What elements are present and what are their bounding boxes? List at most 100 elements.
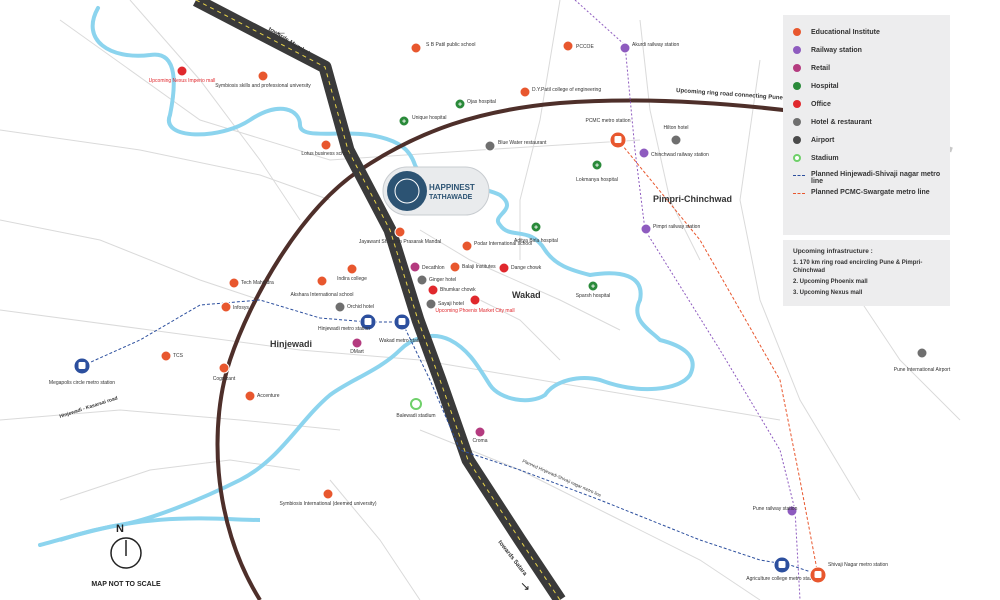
poi-label: Indira college — [337, 276, 367, 282]
poi-ginger[interactable]: Ginger hotel — [416, 274, 456, 286]
poi-label: Balewadi stadium — [396, 413, 435, 419]
poi-label: Tech Mahindra — [241, 280, 274, 286]
river — [38, 6, 695, 547]
legend-item: Hotel & restaurant — [793, 113, 950, 131]
poi-agriculture[interactable]: Agriculture college metro station — [746, 556, 818, 582]
project-name-line1: HAPPINEST — [429, 183, 475, 192]
poi-label: Blue Water restaurant — [498, 140, 547, 146]
legend-item: Office — [793, 95, 950, 113]
poi-unique[interactable]: +Unique hospital — [398, 115, 446, 127]
poi-symbiosis-skills[interactable]: Symbiosis skills and professional univer… — [215, 70, 311, 89]
poi-wakad-metro[interactable]: Wakad metro station — [379, 313, 425, 344]
poi-hinjewadi-metro[interactable]: Hinjewadi metro station — [318, 313, 377, 332]
dashed-line-icon — [793, 175, 805, 176]
retail-icon — [409, 261, 421, 273]
poi-dy-patil[interactable]: D.Y.Patil college of engineering — [519, 86, 601, 98]
poi-label: PCMC metro station — [585, 118, 630, 124]
expressway-centerline — [195, 0, 561, 600]
poi-ojas[interactable]: +Ojas hospital — [454, 98, 496, 110]
education-icon — [322, 488, 334, 500]
poi-indira[interactable]: Indira college — [337, 263, 367, 282]
hotel-icon — [484, 140, 496, 152]
poi-label: Ojas hospital — [467, 99, 496, 105]
education-icon — [244, 390, 256, 402]
education-icon — [160, 350, 172, 362]
poi-pune-rail[interactable]: Pune railway station — [753, 505, 798, 517]
poi-tech-mahindra[interactable]: Tech Mahindra — [228, 277, 274, 289]
poi-decathlon[interactable]: Decathlon — [409, 261, 445, 273]
legend-item: Retail — [793, 59, 950, 77]
pimpri-chinchwad-label: Pimpri-Chinchwad — [653, 194, 732, 204]
legend-item: Airport — [793, 131, 950, 149]
poi-accenture[interactable]: Accenture — [244, 390, 280, 402]
poi-jayawant[interactable]: Jayawant Shikshan Prasarak Mandal — [359, 226, 441, 245]
office-icon — [793, 100, 801, 108]
poi-orchid[interactable]: Orchid hotel — [334, 301, 374, 313]
compass-icon — [110, 537, 142, 569]
poi-chinchwad[interactable]: Chinchwad railway station — [638, 147, 709, 159]
hotel-icon — [916, 347, 928, 359]
retail-icon — [474, 426, 486, 438]
poi-lotus[interactable]: Lotus business school — [301, 139, 351, 157]
legend-label: Railway station — [811, 46, 862, 54]
poi-hilton[interactable]: Hilton hotel — [663, 125, 689, 146]
infrastructure-title: Upcoming infrastructure : — [793, 248, 873, 255]
education-icon — [449, 261, 461, 273]
legend-line-item: Planned Hinjewadi-Shivaji nagar metro li… — [793, 171, 950, 185]
hotel-icon — [416, 274, 428, 286]
poi-label: Balaji Institutes — [462, 264, 496, 270]
poi-sb-patil[interactable]: S B Patil public school — [410, 42, 475, 54]
poi-pimpri-rail[interactable]: Pimpri railway station — [640, 223, 700, 235]
poi-balaji[interactable]: Balaji Institutes — [449, 261, 496, 273]
poi-symbiosis-intl[interactable]: Symbiosis International (deemed universi… — [280, 488, 377, 507]
poi-label: Lotus business school — [301, 151, 350, 157]
poi-blue-water[interactable]: Blue Water restaurant — [484, 140, 547, 152]
poi-lokmanya[interactable]: + Lokmanya hospital — [576, 159, 618, 183]
poi-phoenix[interactable]: Upcoming Phoenix Market City mall — [435, 294, 515, 314]
legend-label: Hotel & restaurant — [811, 118, 872, 126]
poi-cognizant[interactable]: Cognizant — [213, 362, 236, 382]
education-icon — [562, 40, 574, 52]
poi-megapolis[interactable]: Megapolis circle metro station — [49, 357, 115, 386]
poi-nexus[interactable]: Upcoming Nexus Imperio mall — [149, 65, 216, 84]
project-marker[interactable]: HAPPINEST TATHAWADE — [382, 166, 490, 216]
poi-label: S B Patil public school — [426, 42, 475, 48]
poi-akshara[interactable]: Akshara International school — [290, 275, 354, 298]
poi-podar[interactable]: Podar International school — [461, 240, 532, 252]
railway-icon — [619, 42, 631, 54]
education-icon — [793, 28, 801, 36]
hospital-icon — [454, 98, 466, 110]
svg-text:+: + — [534, 225, 538, 232]
infrastructure-item: 1. 170 km ring road encircling Pune & Pi… — [793, 260, 923, 274]
poi-label: Bhumkar chowk — [440, 287, 476, 293]
poi-pccoe[interactable]: PCCOE — [562, 40, 594, 52]
poi-pcmc[interactable]: PCMC metro station — [585, 118, 631, 149]
education-icon — [218, 362, 230, 374]
legend-label: Hospital — [811, 82, 839, 90]
hospital-icon — [793, 82, 801, 90]
poi-dange[interactable]: Dange chowk — [498, 262, 542, 274]
poi-infosys[interactable]: Infosys — [220, 301, 249, 313]
poi-tcs[interactable]: TCS — [160, 350, 184, 362]
poi-label: Jayawant Shikshan Prasarak Mandal — [359, 239, 441, 245]
poi-label: Unique hospital — [412, 115, 446, 121]
hinjewadi-shivaji-metro-line — [81, 299, 821, 576]
poi-dmart[interactable]: DMart — [350, 337, 364, 355]
poi-aditya[interactable]: +Aditya Birla hospital — [514, 221, 558, 244]
poi-label: Infosys — [233, 305, 249, 311]
poi-shivaji[interactable]: Shivaji Nagar metro station — [809, 562, 888, 584]
poi-label: Symbiosis International (deemed universi… — [280, 501, 377, 507]
poi-label: Lokmanya hospital — [576, 177, 618, 183]
poi-akurdi[interactable]: Akurdi railway station — [619, 42, 679, 54]
compass: N MAP NOT TO SCALE — [91, 523, 161, 588]
office-icon — [427, 284, 439, 296]
poi-airport[interactable]: Pune International Airport — [894, 347, 951, 373]
svg-text:+: + — [595, 163, 599, 170]
dashed-line-icon — [793, 193, 805, 194]
education-icon — [320, 139, 332, 151]
poi-sayaji[interactable]: Sayaji hotel — [425, 298, 464, 310]
poi-bhumkar[interactable]: Bhumkar chowk — [427, 284, 476, 296]
poi-croma[interactable]: Croma — [472, 426, 488, 444]
poi-sparsh[interactable]: +Sparsh hospital — [576, 280, 610, 299]
poi-balewadi[interactable]: Balewadi stadium — [396, 398, 436, 419]
